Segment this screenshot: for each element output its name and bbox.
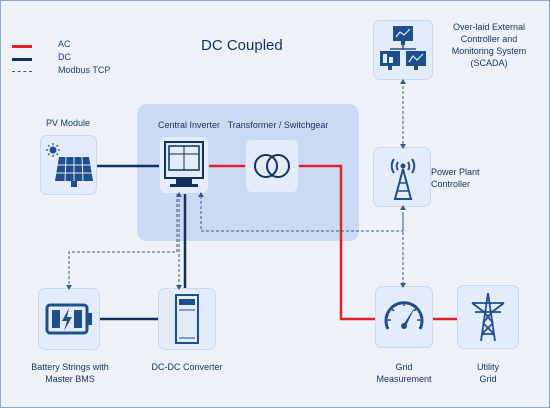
arrowhead-inverter-from-dcdc [176,192,182,197]
modbus-ppc-inverter [200,194,404,232]
legend-modbus-swatch [12,71,32,72]
ppc-label-line2: Controller [431,179,471,189]
radio-tower-icon [390,158,416,200]
arrowhead-measurement-top [400,283,406,288]
scada-label-line1: Over-laid External [452,22,526,32]
arrowhead-dcdc-top [176,285,182,290]
grid-measurement-tile [375,286,433,348]
pv-module-label: PV Module [45,118,91,128]
ac-link-transformer-grid-measurement [299,164,375,321]
central-inverter-label: Central Inverter [157,120,221,130]
scada-label-line3: Monitoring System [451,46,527,56]
utility-grid-label: Utility Grid [453,361,523,385]
transformer-label: Transformer / Switchgear [227,120,329,130]
legend-ac-swatch [12,45,32,48]
modbus-inverter-battery [68,194,178,288]
grid-measurement-label-line1: Grid [395,362,413,372]
scada-label-line2: Controller and [460,34,518,44]
legend-modbus-label: Modbus TCP [58,65,111,75]
transformer-icon [254,154,290,178]
legend-dc-swatch [12,58,32,61]
power-plant-controller-tile [373,147,431,207]
power-plant-controller-label: Power Plant Controller [431,166,501,190]
dcdc-converter-label: DC-DC Converter [151,362,223,372]
scada-label: Over-laid External Controller and Monito… [433,21,545,69]
arrowhead-inverter-bottom [198,192,204,197]
arrowhead-battery-top [66,285,72,290]
battery-label: Battery Strings with Master BMS [11,361,129,385]
legend-ac-label: AC [58,39,71,49]
inverter-icon [164,141,204,187]
utility-grid-label-line1: Utility [477,362,499,372]
battery-label-line1: Battery Strings with [31,362,109,372]
battery-icon [45,303,92,335]
legend-dc-label: DC [58,52,71,62]
transmission-tower-icon [471,292,505,342]
utility-grid-label-line2: Grid [479,374,497,384]
scada-label-line4: (SCADA) [470,58,508,68]
grid-measurement-label: Grid Measurement [361,361,447,385]
converter-cabinet-icon [175,294,199,344]
grid-measurement-label-line2: Measurement [376,374,432,384]
arrowhead-scada-down [400,144,406,149]
arrowhead-ppc-up [400,79,406,84]
arrowhead-ppc-bottom [400,205,406,210]
ppc-label-line1: Power Plant [431,167,480,177]
dcdc-converter-tile [158,288,216,350]
battery-label-line2: Master BMS [45,374,95,384]
solar-panel-icon [46,143,93,187]
diagram-title: DC Coupled [201,37,283,54]
monitoring-computers-icon [380,26,426,70]
gauge-icon [384,301,424,330]
